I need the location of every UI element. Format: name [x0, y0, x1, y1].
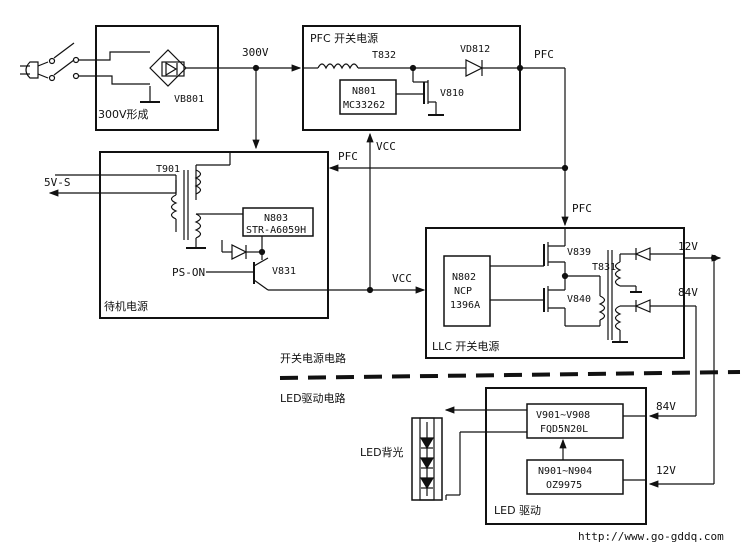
label-v901: V901~V908	[536, 410, 590, 421]
label-fqd: FQD5N20L	[540, 424, 588, 435]
label-v810: V810	[440, 88, 464, 99]
label-v831: V831	[272, 266, 296, 277]
power-switch-icon	[48, 42, 96, 82]
label-v839: V839	[567, 247, 591, 258]
label-t901: T901	[156, 164, 180, 175]
label-pfc-left: PFC	[338, 150, 358, 163]
label-oz9975: OZ9975	[546, 480, 582, 491]
label-1396a: 1396A	[450, 300, 480, 311]
label-llc-block: LLC 开关电源	[432, 339, 499, 353]
label-vb801: VB801	[174, 94, 204, 105]
led-backlight-strip	[411, 417, 443, 501]
label-standby: 待机电源	[104, 299, 148, 313]
label-300v-form: 300V形成	[98, 108, 149, 121]
ac-plug-icon	[20, 61, 49, 79]
label-n802: N802	[452, 272, 476, 283]
pfc-block	[302, 25, 521, 131]
label-vd812: VD812	[460, 44, 490, 55]
label-84v: 84V	[678, 286, 698, 299]
label-pfc-llc: PFC	[572, 202, 592, 215]
label-led-drive-circuit: LED驱动电路	[280, 392, 346, 405]
label-led-drive: LED 驱动	[494, 504, 541, 517]
label-84v-b: 84V	[656, 400, 676, 413]
label-ps-on: PS-ON	[172, 266, 205, 279]
watermark-url: http://www.go-gddq.com	[578, 530, 724, 543]
label-switch-circuit: 开关电源电路	[280, 351, 346, 365]
label-t832: T832	[372, 50, 396, 61]
label-pfc-block: PFC 开关电源	[310, 31, 378, 45]
rectifier-block	[95, 25, 219, 131]
label-12v-b: 12V	[656, 464, 676, 477]
label-ncp: NCP	[454, 286, 472, 297]
label-12v: 12V	[678, 240, 698, 253]
label-300v: 300V	[242, 46, 269, 59]
label-n803: N803	[264, 213, 288, 224]
label-t831: T831	[592, 262, 616, 273]
standby-block	[99, 151, 370, 319]
label-pfc-out: PFC	[534, 48, 554, 61]
label-n801: N801	[352, 86, 376, 97]
label-5v-s: 5V-S	[44, 176, 71, 189]
led-drive-block	[485, 387, 647, 525]
label-led-backlight: LED背光	[360, 445, 404, 459]
label-mc33262: MC33262	[343, 100, 385, 111]
label-vcc-mid: VCC	[392, 272, 412, 285]
label-vcc-top: VCC	[376, 140, 396, 153]
label-str: STR-A6059H	[246, 225, 306, 236]
label-v840: V840	[567, 294, 591, 305]
label-n901: N901~N904	[538, 466, 592, 477]
llc-block	[425, 227, 685, 359]
